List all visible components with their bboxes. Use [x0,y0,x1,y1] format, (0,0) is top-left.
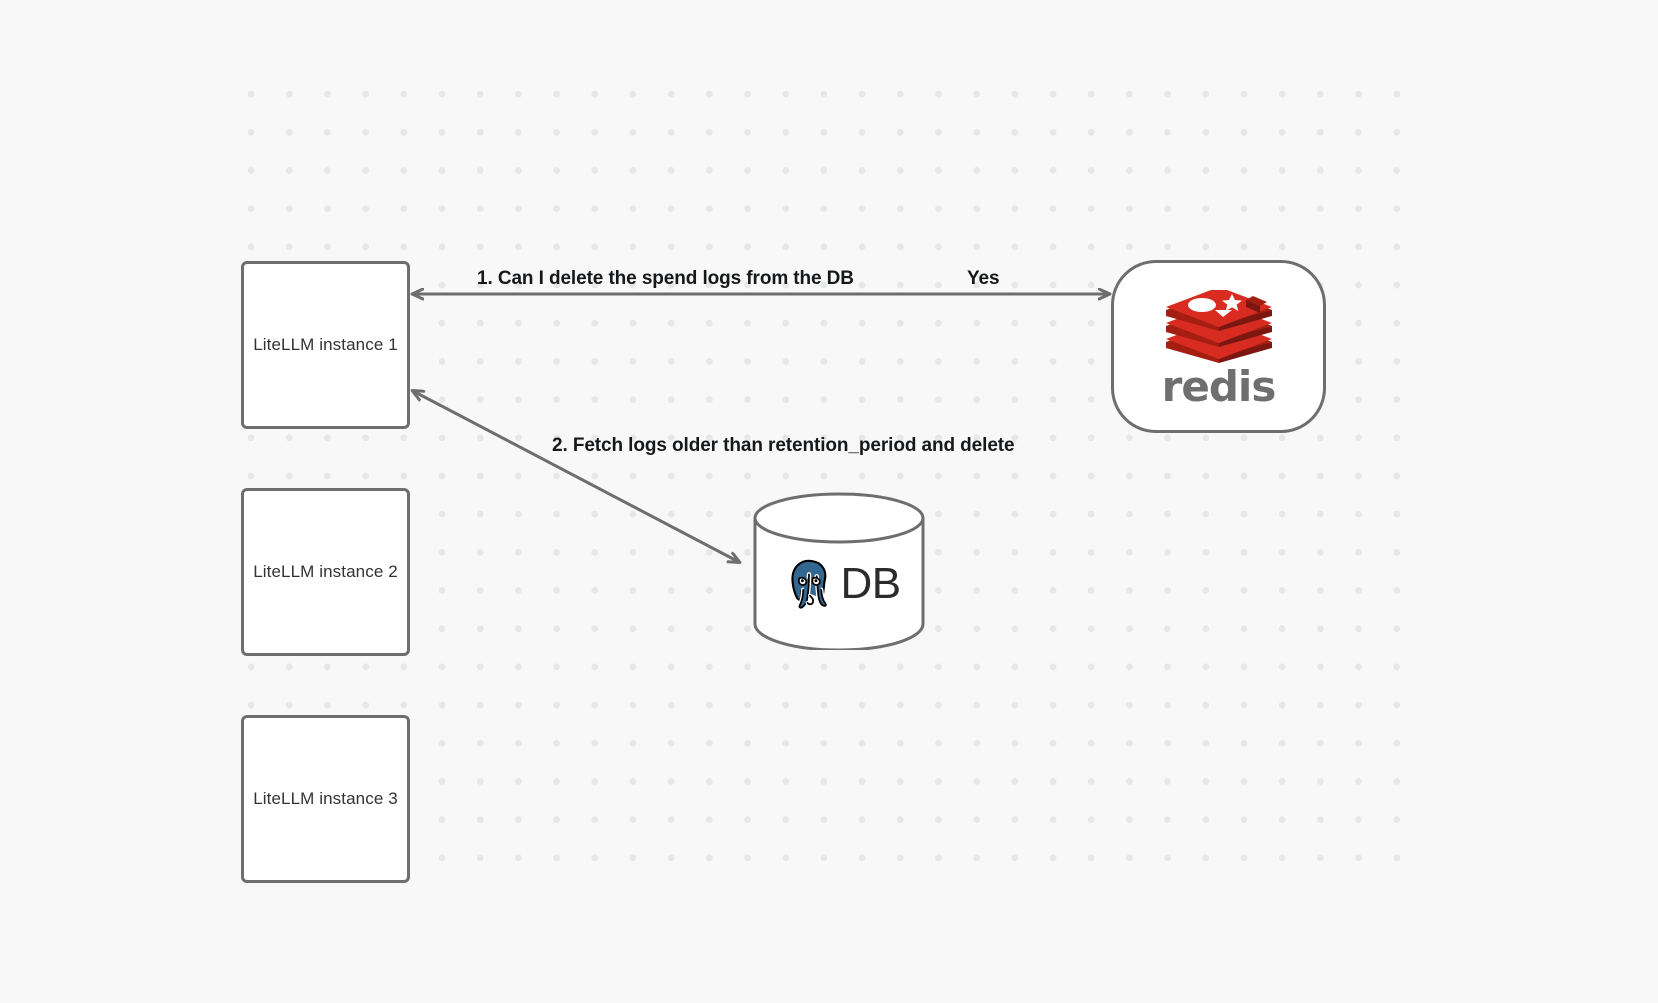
cylinder-shape [753,492,925,650]
node-litellm-instance-2[interactable]: LiteLLM instance 2 [241,488,410,656]
edge-litellm1-db [413,391,739,562]
node-label-litellm-1: LiteLLM instance 1 [253,335,398,354]
node-redis[interactable]: redis [1111,260,1326,433]
redis-logo-icon [1165,289,1272,363]
edge-label-1: 1. Can I delete the spend logs from the … [477,268,854,289]
node-label-litellm-2: LiteLLM instance 2 [253,562,398,581]
edge-label-2: 2. Fetch logs older than retention_perio… [552,435,1015,456]
redis-logo-group: redis [1160,289,1278,411]
node-litellm-instance-1[interactable]: LiteLLM instance 1 [241,261,410,429]
database-label: DB [840,559,901,608]
node-litellm-instance-3[interactable]: LiteLLM instance 3 [241,715,410,883]
database-content: DB [752,492,927,650]
redis-wordmark: redis [1161,361,1277,411]
node-database[interactable]: DB [752,492,927,650]
node-label-litellm-3: LiteLLM instance 3 [253,789,398,808]
edge-label-1-reply: Yes [967,268,1000,289]
postgresql-elephant-icon [790,558,829,610]
